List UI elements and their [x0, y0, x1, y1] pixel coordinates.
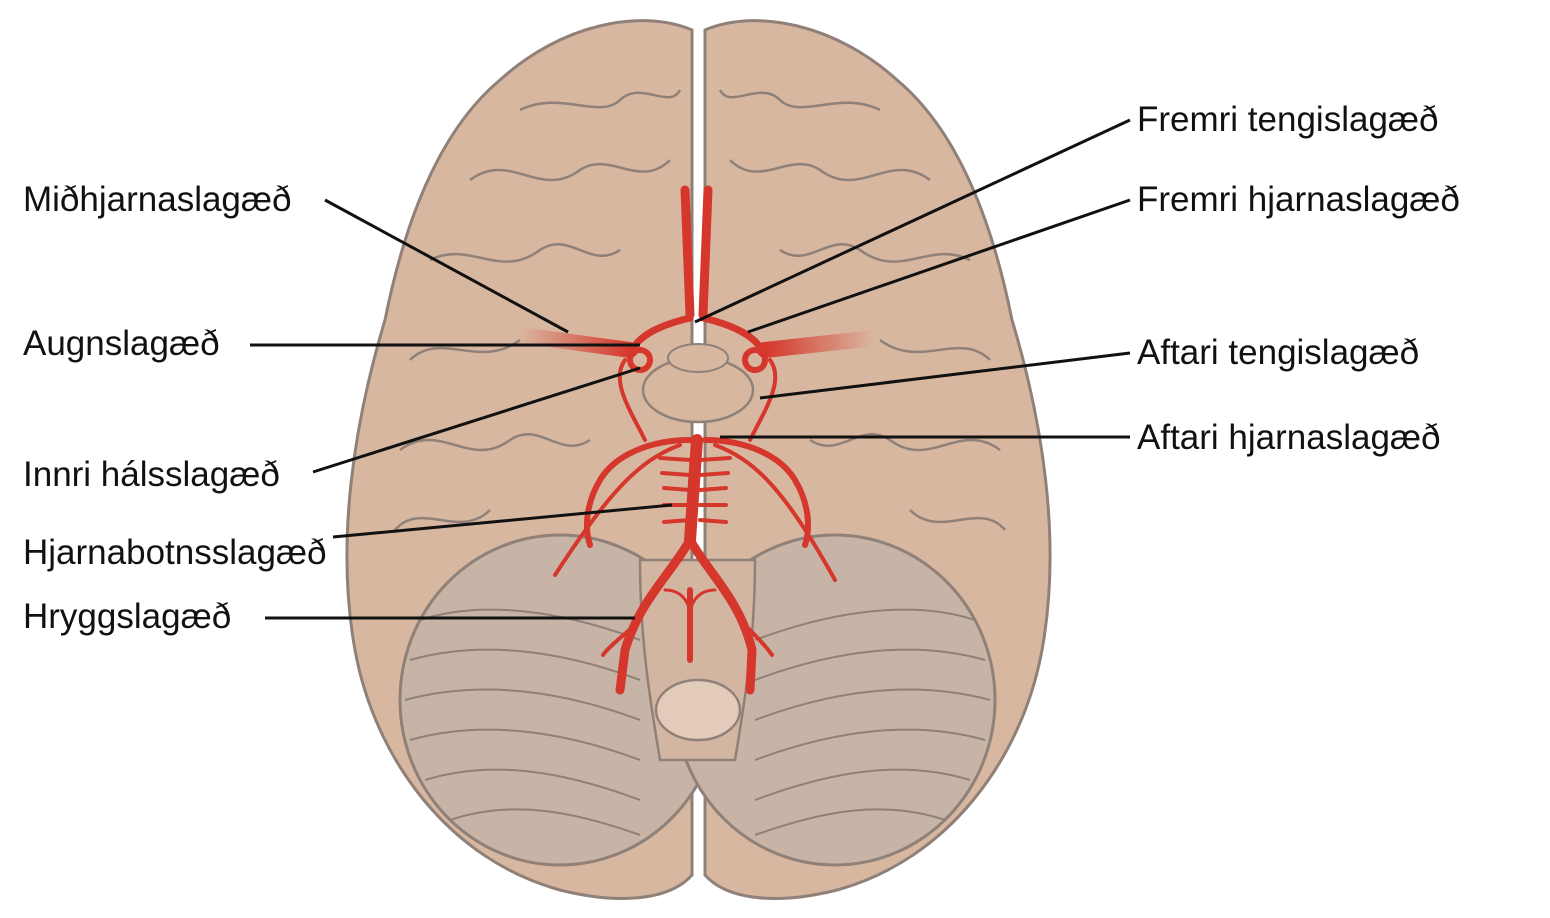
label-anterior-cerebral-artery: Fremri hjarnaslagæð — [1137, 180, 1460, 219]
label-posterior-cerebral-artery: Aftari hjarnaslagæð — [1137, 418, 1441, 457]
basilar-artery — [684, 434, 703, 546]
optic-chiasm — [667, 343, 729, 373]
label-basilar-artery: Hjarnabotnsslagæð — [23, 533, 327, 572]
label-vertebral-artery: Hryggslagæð — [23, 597, 232, 636]
label-ophthalmic-artery: Augnslagæð — [23, 324, 220, 363]
anterior-cerebral-artery-left — [680, 185, 695, 320]
vertebral-artery-left — [615, 535, 695, 695]
cerebellum-folia — [404, 608, 991, 836]
spinal-cord-section — [654, 678, 742, 742]
leader-anterior-cerebral — [747, 198, 1131, 334]
leader-anterior-communicating — [694, 118, 1131, 324]
arteries — [512, 185, 883, 695]
leader-internal-carotid — [312, 366, 641, 474]
label-anterior-communicating-artery: Fremri tengislagæð — [1137, 100, 1439, 139]
label-internal-carotid-artery: Innri hálsslagæð — [23, 455, 280, 494]
gyri-lines — [394, 89, 1006, 531]
leader-middle-cerebral — [324, 198, 569, 334]
anterior-cerebral-artery-right — [698, 185, 713, 320]
label-middle-cerebral-artery: Miðhjarnaslagæð — [23, 180, 292, 219]
leader-basilar — [332, 503, 673, 539]
leader-lines — [250, 118, 1131, 620]
vertebral-artery-right — [685, 535, 757, 695]
leader-posterior-communicating — [759, 351, 1131, 400]
label-posterior-communicating-artery: Aftari tengislagæð — [1137, 333, 1420, 372]
